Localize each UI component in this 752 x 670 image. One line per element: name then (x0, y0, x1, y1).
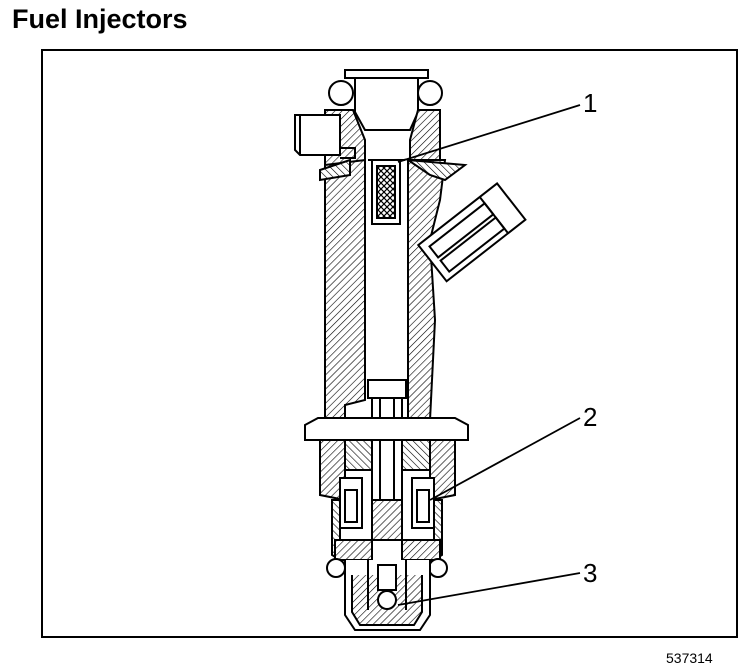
callout-1: 1 (583, 88, 597, 118)
injector-body (294, 69, 527, 631)
callout-leaders (397, 104, 581, 606)
callout-2: 2 (583, 402, 597, 432)
leader-1 (397, 104, 581, 163)
callout-3: 3 (583, 558, 597, 588)
page-title: Fuel Injectors (12, 4, 188, 34)
figure-id: 537314 (666, 650, 713, 666)
diagram-frame (41, 49, 738, 638)
leader-3 (397, 572, 581, 606)
leader-2 (429, 417, 581, 501)
